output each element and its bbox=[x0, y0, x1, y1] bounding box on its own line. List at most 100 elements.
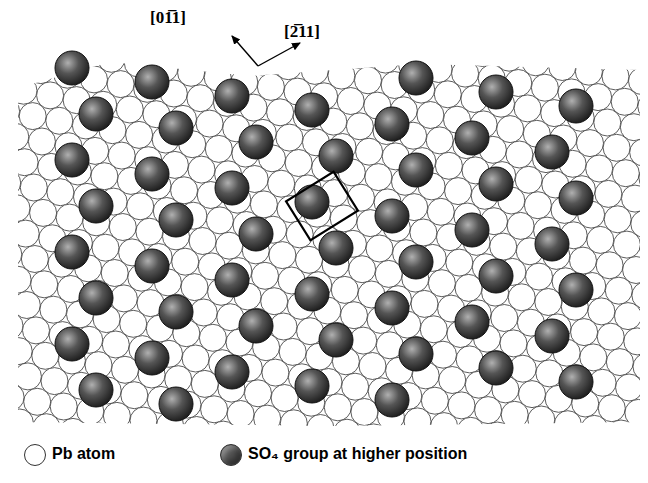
so4-group bbox=[55, 51, 89, 85]
so4-group bbox=[55, 143, 89, 177]
pb-atom bbox=[624, 328, 648, 355]
pb-atom bbox=[646, 47, 648, 74]
so4-group bbox=[559, 273, 593, 307]
so4-group bbox=[159, 203, 193, 237]
so4-group bbox=[479, 351, 513, 385]
pb-atom bbox=[620, 114, 647, 141]
pb-atom bbox=[469, 40, 496, 67]
pb-atom bbox=[0, 430, 16, 457]
legend-text: Pb atom bbox=[52, 445, 115, 463]
pb-atom bbox=[602, 63, 629, 90]
direction-arrow bbox=[258, 43, 300, 66]
pb-atom bbox=[640, 236, 648, 263]
pb-atom bbox=[638, 93, 648, 120]
pb-atom bbox=[27, 57, 54, 84]
so4-group bbox=[559, 181, 593, 215]
so4-groups bbox=[55, 51, 593, 421]
pb-atom bbox=[549, 54, 576, 81]
pb-atom bbox=[566, 33, 593, 60]
so4-group bbox=[295, 277, 329, 311]
pb-atom bbox=[619, 42, 646, 69]
so4-group bbox=[135, 157, 169, 191]
pb-atom bbox=[0, 190, 3, 217]
pb-atom bbox=[372, 46, 399, 73]
so4-group bbox=[79, 281, 113, 315]
pb-atom bbox=[0, 73, 10, 100]
so4-group bbox=[215, 355, 249, 389]
pb-atom bbox=[98, 45, 125, 72]
so4-group bbox=[535, 135, 569, 169]
pb-atom bbox=[623, 257, 648, 284]
so4-group bbox=[375, 291, 409, 325]
pb-atom bbox=[0, 119, 2, 146]
pb-atom bbox=[328, 62, 355, 89]
so4-group bbox=[55, 235, 89, 269]
pb-atom bbox=[622, 185, 648, 212]
so4-group bbox=[295, 185, 329, 219]
pb-atom bbox=[195, 39, 222, 66]
so4-group bbox=[559, 365, 593, 399]
so4-group bbox=[479, 167, 513, 201]
pb-atom bbox=[248, 48, 275, 75]
pb-atom bbox=[0, 262, 5, 289]
direction-label: [2̅11] bbox=[284, 22, 320, 42]
pb-atom bbox=[631, 211, 648, 238]
so4-group bbox=[215, 171, 249, 205]
pb-atom bbox=[522, 49, 549, 76]
pb-atom bbox=[168, 34, 195, 61]
so4-group bbox=[479, 259, 513, 293]
pb-atom bbox=[301, 57, 328, 84]
direction-arrow bbox=[232, 36, 258, 66]
pb-atom bbox=[442, 35, 469, 62]
pb-atom bbox=[113, 428, 140, 455]
legend-swatch bbox=[24, 444, 46, 466]
so4-group bbox=[399, 153, 433, 187]
so4-group bbox=[455, 305, 489, 339]
so4-group bbox=[319, 139, 353, 173]
pb-atom bbox=[632, 282, 648, 309]
pb-atom bbox=[593, 38, 620, 65]
so4-group bbox=[239, 309, 273, 343]
legend-text: SO₄ group at higher position bbox=[248, 445, 467, 463]
pb-atom bbox=[416, 30, 443, 57]
pb-atom bbox=[0, 358, 15, 385]
so4-group bbox=[159, 295, 193, 329]
pb-atom bbox=[641, 307, 648, 334]
pb-atom bbox=[564, 436, 591, 463]
pb-atom bbox=[0, 404, 7, 431]
pb-atom bbox=[510, 427, 537, 454]
pb-atom bbox=[0, 144, 12, 171]
so4-group bbox=[159, 111, 193, 145]
pb-atom bbox=[345, 41, 372, 68]
pb-atom bbox=[0, 27, 19, 54]
pb-atom bbox=[178, 59, 205, 86]
so4-group bbox=[135, 65, 169, 99]
so4-group bbox=[55, 327, 89, 361]
so4-group bbox=[319, 323, 353, 357]
so4-group bbox=[319, 231, 353, 265]
pb-atom bbox=[625, 399, 648, 426]
pb-atom bbox=[0, 47, 1, 74]
so4-group bbox=[535, 227, 569, 261]
so4-group bbox=[399, 337, 433, 371]
so4-group bbox=[479, 75, 513, 109]
pb-atom bbox=[642, 379, 648, 406]
pb-atom bbox=[319, 37, 346, 64]
so4-group bbox=[375, 383, 409, 417]
pb-atom bbox=[647, 118, 648, 145]
so4-group bbox=[239, 125, 273, 159]
pb-atom bbox=[10, 77, 37, 104]
pb-atom bbox=[0, 287, 14, 314]
pb-atom bbox=[608, 420, 635, 447]
pb-atom bbox=[537, 431, 564, 458]
so4-group bbox=[399, 245, 433, 279]
so4-group bbox=[239, 217, 273, 251]
pb-atom bbox=[1, 52, 28, 79]
pb-atoms bbox=[0, 27, 648, 464]
pb-atom bbox=[0, 215, 13, 242]
pb-atom bbox=[496, 44, 523, 71]
pb-atom bbox=[633, 353, 648, 380]
so4-group bbox=[559, 89, 593, 123]
pb-atom bbox=[142, 29, 169, 56]
pb-atom bbox=[452, 60, 479, 87]
